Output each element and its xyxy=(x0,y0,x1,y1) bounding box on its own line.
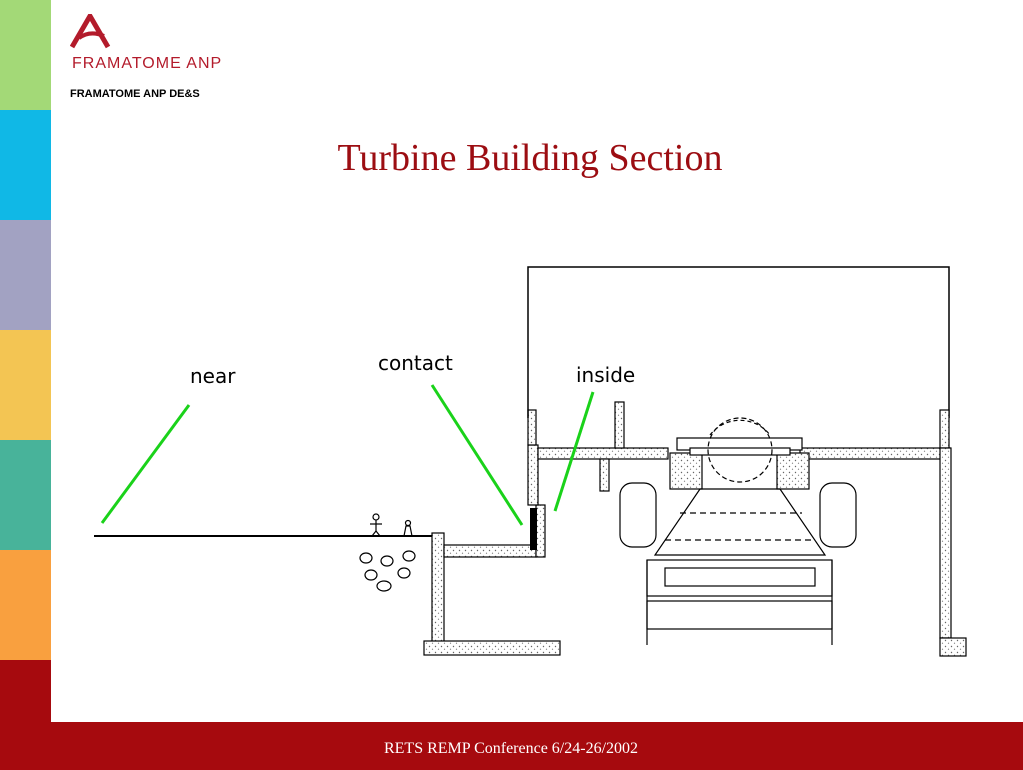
pointer-near xyxy=(100,404,191,524)
label-inside: inside xyxy=(576,363,635,387)
rock-pile xyxy=(359,550,416,592)
label-contact: contact xyxy=(378,351,453,375)
turbine-pedestal xyxy=(669,452,810,490)
stripe-lavender xyxy=(0,220,51,330)
person-figures xyxy=(370,513,413,537)
stripe-orange xyxy=(0,550,51,660)
stripe-green xyxy=(0,0,51,110)
division-name: FRAMATOME ANP DE&S xyxy=(70,88,200,100)
stripe-teal xyxy=(0,440,51,550)
contact-wall xyxy=(530,508,537,550)
stripe-yellow xyxy=(0,330,51,440)
stripe-cyan xyxy=(0,110,51,220)
label-near: near xyxy=(190,364,236,388)
slide-title: Turbine Building Section xyxy=(337,137,723,179)
foundation-structure xyxy=(423,409,561,656)
building-outline xyxy=(527,266,950,418)
turbine-building-diagram: near contact inside xyxy=(94,266,967,657)
pointer-inside xyxy=(553,391,595,512)
pointer-contact xyxy=(430,384,524,526)
framatome-a-logo-icon xyxy=(70,14,111,49)
floor-slabs xyxy=(537,401,967,657)
turbine-machine xyxy=(619,417,857,645)
company-logo: FRAMATOME ANP xyxy=(70,14,300,104)
sidebar-color-stripes xyxy=(0,0,51,770)
company-name: FRAMATOME ANP xyxy=(72,55,223,72)
footer-text: RETS REMP Conference 6/24-26/2002 xyxy=(383,740,639,757)
pointer-lines xyxy=(100,384,595,526)
footer-bar xyxy=(0,722,1023,770)
